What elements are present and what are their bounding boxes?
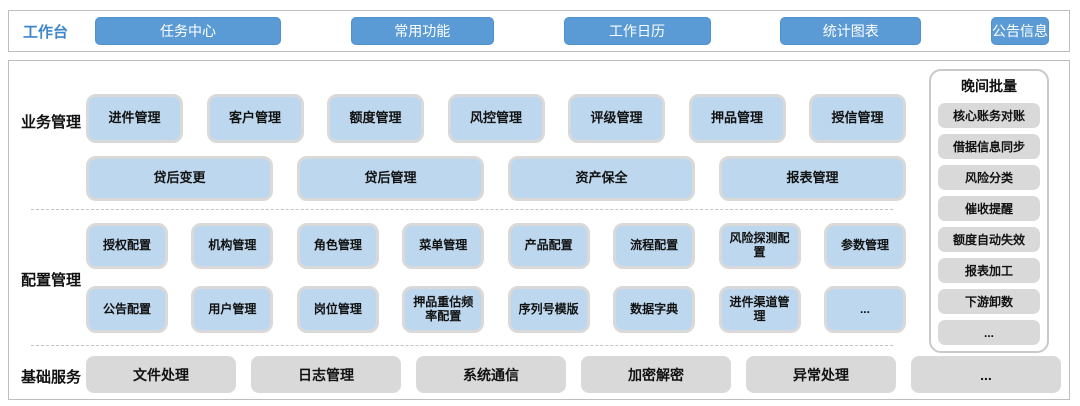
module-button[interactable]: ...	[823, 286, 906, 333]
module-button[interactable]: 角色管理	[296, 223, 379, 269]
section-divider	[31, 345, 893, 346]
module-button[interactable]: 报表管理	[719, 156, 906, 201]
workbench-nav-button[interactable]: 公告信息	[991, 17, 1049, 45]
night-batch-item[interactable]: 催收提醒	[938, 196, 1040, 221]
night-batch-item[interactable]: 借据信息同步	[938, 134, 1040, 159]
config-row-1: 授权配置 机构管理 角色管理 菜单管理 产品配置 流程配置 风险探测配置 参数管…	[86, 223, 906, 269]
base-service-button[interactable]: 日志管理	[251, 356, 401, 393]
business-row-2: 贷后变更 贷后管理 资产保全 报表管理	[86, 156, 906, 201]
module-button[interactable]: 流程配置	[613, 223, 696, 269]
night-batch-panel: 晚间批量 核心账务对账 借据信息同步 风险分类 催收提醒 额度自动失效 报表加工…	[929, 69, 1049, 353]
night-batch-item[interactable]: ...	[938, 320, 1040, 345]
base-service-button[interactable]: 加密解密	[581, 356, 731, 393]
module-button[interactable]: 风控管理	[447, 94, 545, 143]
module-button[interactable]: 额度管理	[327, 94, 424, 143]
section-divider	[31, 209, 893, 210]
workbench-nav-button[interactable]: 统计图表	[780, 17, 922, 45]
module-button[interactable]: 资产保全	[508, 156, 695, 201]
module-button[interactable]: 数据字典	[613, 286, 696, 333]
night-batch-item[interactable]: 下游卸数	[938, 289, 1040, 314]
module-button[interactable]: 进件管理	[86, 94, 183, 143]
module-button[interactable]: 授信管理	[809, 94, 906, 143]
base-service-row: 文件处理 日志管理 系统通信 加密解密 异常处理 ...	[86, 356, 1061, 393]
module-button[interactable]: 产品配置	[507, 223, 590, 269]
base-service-button[interactable]: ...	[911, 356, 1061, 393]
night-batch-item[interactable]: 报表加工	[938, 258, 1040, 283]
workbench-nav-button[interactable]: 任务中心	[95, 17, 281, 45]
module-button[interactable]: 公告配置	[86, 286, 168, 333]
module-button[interactable]: 参数管理	[823, 223, 906, 269]
module-button[interactable]: 岗位管理	[296, 286, 379, 333]
base-service-button[interactable]: 系统通信	[416, 356, 566, 393]
night-batch-item[interactable]: 风险分类	[938, 165, 1040, 190]
module-button[interactable]: 进件渠道管理	[718, 286, 801, 333]
section-label-config: 配置管理	[21, 272, 82, 289]
night-batch-list: 核心账务对账 借据信息同步 风险分类 催收提醒 额度自动失效 报表加工 下游卸数…	[938, 103, 1040, 345]
module-button[interactable]: 评级管理	[568, 94, 665, 143]
main-panel: 业务管理 进件管理 客户管理 额度管理 风控管理 评级管理 押品管理 授信管理 …	[8, 60, 1070, 400]
module-button[interactable]: 授权配置	[86, 223, 168, 269]
module-button[interactable]: 押品管理	[688, 94, 786, 143]
module-button[interactable]: 风险探测配置	[718, 223, 801, 269]
night-batch-item[interactable]: 核心账务对账	[938, 103, 1040, 128]
module-button[interactable]: 贷后管理	[297, 156, 484, 201]
section-label-base: 基础服务	[21, 369, 82, 386]
module-button[interactable]: 机构管理	[191, 223, 274, 269]
module-button[interactable]: 菜单管理	[402, 223, 485, 269]
workbench-nav: 任务中心 常用功能 工作日历 统计图表 公告信息	[95, 17, 1049, 45]
module-button[interactable]: 客户管理	[206, 94, 304, 143]
workbench-bar: 工作台 任务中心 常用功能 工作日历 统计图表 公告信息	[8, 10, 1070, 52]
business-row-1: 进件管理 客户管理 额度管理 风控管理 评级管理 押品管理 授信管理	[86, 94, 906, 143]
module-button[interactable]: 押品重估频率配置	[402, 286, 485, 333]
section-label-business: 业务管理	[21, 114, 82, 131]
module-button[interactable]: 贷后变更	[86, 156, 273, 201]
base-service-button[interactable]: 文件处理	[86, 356, 236, 393]
base-service-button[interactable]: 异常处理	[746, 356, 896, 393]
workbench-label: 工作台	[23, 23, 69, 41]
night-batch-title: 晚间批量	[961, 78, 1017, 94]
module-button[interactable]: 序列号模版	[507, 286, 590, 333]
night-batch-item[interactable]: 额度自动失效	[938, 227, 1040, 252]
workbench-nav-button[interactable]: 常用功能	[350, 17, 494, 45]
config-row-2: 公告配置 用户管理 岗位管理 押品重估频率配置 序列号模版 数据字典 进件渠道管…	[86, 286, 906, 333]
workbench-nav-button[interactable]: 工作日历	[563, 17, 711, 45]
module-button[interactable]: 用户管理	[191, 286, 274, 333]
